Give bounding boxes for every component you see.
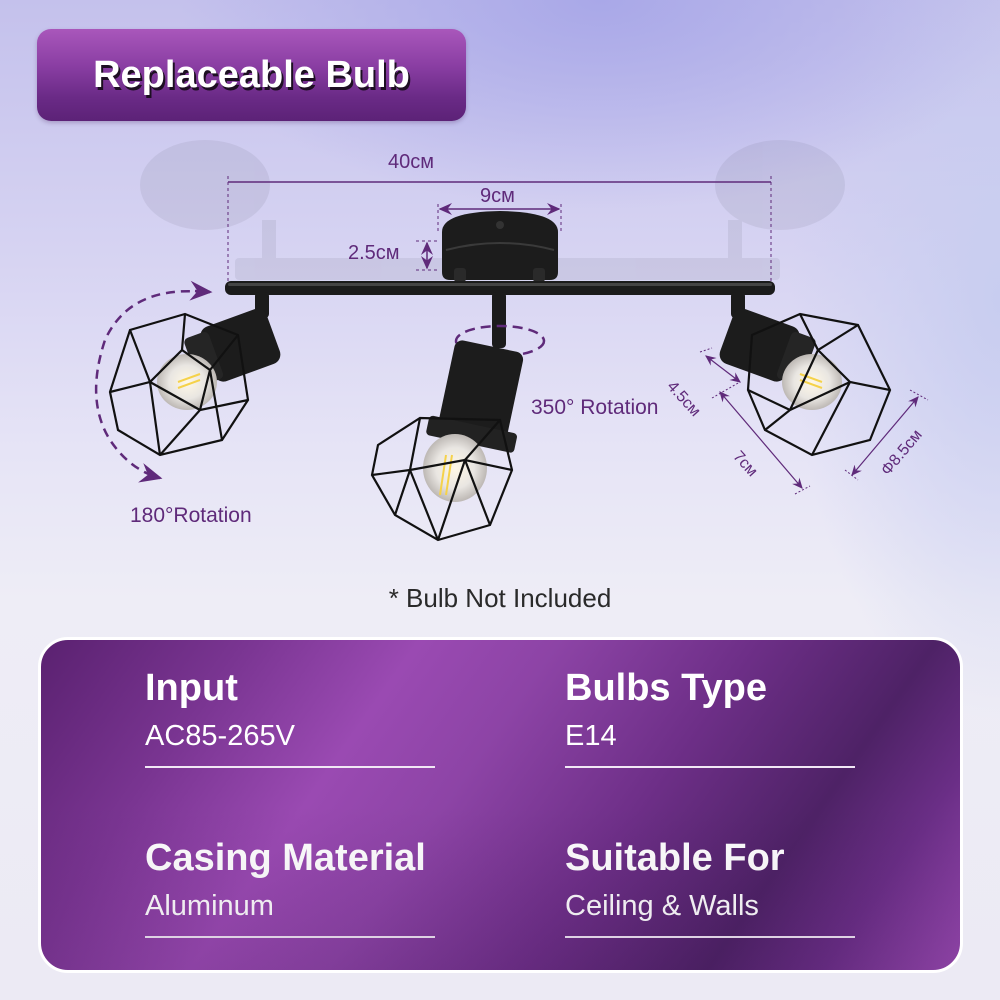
track-light-illustration [94,140,929,542]
dimension-total-length: 40cм [388,151,434,173]
center-rotation-label: 350° Rotation [531,396,659,419]
dimension-canopy-height: 2.5cм [348,242,400,264]
dimension-canopy-diameter: 9cм [480,185,515,207]
spec-label: Input [145,667,238,709]
spec-divider [145,766,435,768]
bulb-not-included-note: * Bulb Not Included [388,583,612,613]
spec-label: Suitable For [565,837,785,879]
side-rotation-label: 180°Rotation [130,504,252,527]
spec-value: AC85-265V [145,720,295,752]
spec-divider [565,936,855,938]
spec-panel: Input AC85-265V Bulbs Type E14 Casing Ma… [38,637,963,973]
spec-divider [145,936,435,938]
spec-label: Bulbs Type [565,667,767,709]
spec-input: Input AC85-265V [145,666,435,768]
title-badge-label: Replaceable Bulb [93,53,410,96]
spec-divider [565,766,855,768]
title-badge: Replaceable Bulb [37,29,466,121]
spec-value: E14 [565,720,617,752]
spec-bulbs-type: Bulbs Type E14 [565,666,855,768]
spec-value: Aluminum [145,890,274,922]
spec-casing-material: Casing Material Aluminum [145,836,435,938]
spec-value: Ceiling & Walls [565,890,759,922]
spec-suitable-for: Suitable For Ceiling & Walls [565,836,855,938]
spec-label: Casing Material [145,837,426,879]
product-diagram: 40cм 9cм 2.5cм 4.5cм 7cм Φ8.5cм 180°Rota… [0,130,1000,570]
